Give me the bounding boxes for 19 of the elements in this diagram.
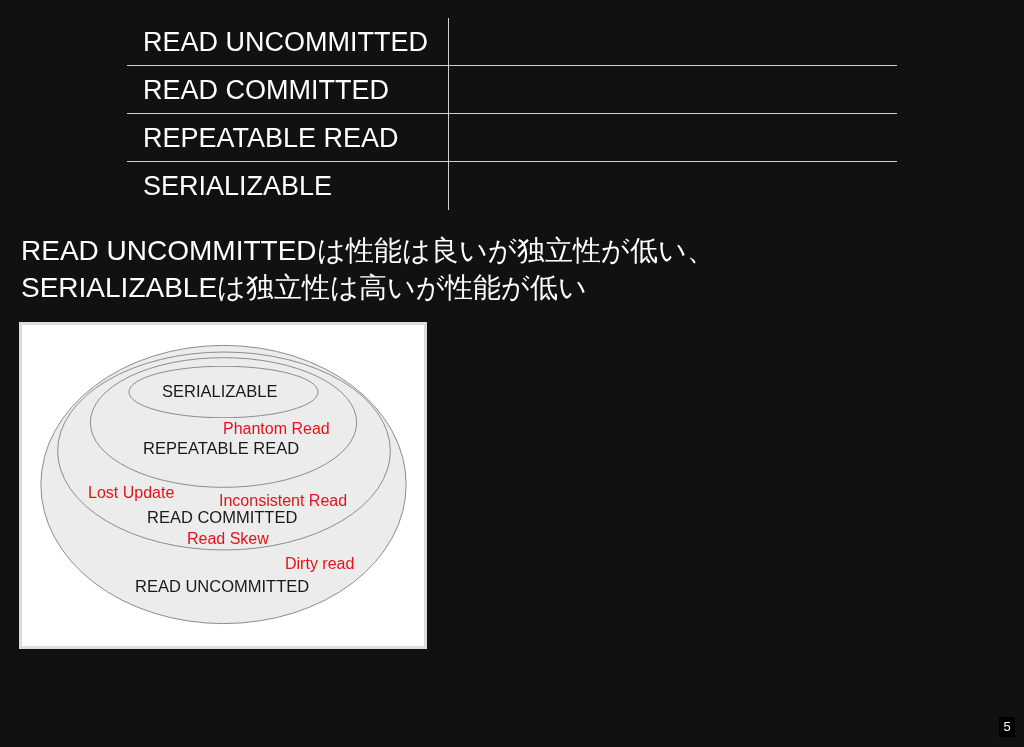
anomaly-label: Inconsistent Read [219, 492, 348, 510]
anomaly-label: Phantom Read [223, 420, 330, 438]
isolation-level-name: READ UNCOMMITTED [143, 25, 428, 58]
isolation-level-ellipse [56, 351, 392, 551]
isolation-level-name: REPEATABLE READ [143, 439, 300, 457]
anomaly-label: Dirty read [285, 555, 355, 573]
isolation-level-ellipse [89, 357, 358, 488]
isolation-level-name: READ COMMITTED [147, 508, 298, 526]
isolation-level-name: SERIALIZABLE [162, 382, 278, 400]
note-text: READ UNCOMMITTEDは性能は良いが独立性が低い、 [21, 234, 715, 268]
isolation-level-ellipse [39, 344, 408, 625]
isolation-level-name: READ UNCOMMITTED [135, 577, 310, 595]
isolation-level-name: SERIALIZABLE [143, 170, 333, 202]
anomaly-label: Lost Update [88, 484, 175, 502]
note-text: SERIALIZABLEは独立性は高いが性能が低い [21, 271, 589, 305]
isolation-level-name: READ COMMITTED [143, 73, 389, 106]
isolation-level-name: REPEATABLE READ [143, 121, 399, 154]
anomaly-label: Read Skew [187, 530, 269, 548]
page-number: 5 [999, 717, 1015, 737]
